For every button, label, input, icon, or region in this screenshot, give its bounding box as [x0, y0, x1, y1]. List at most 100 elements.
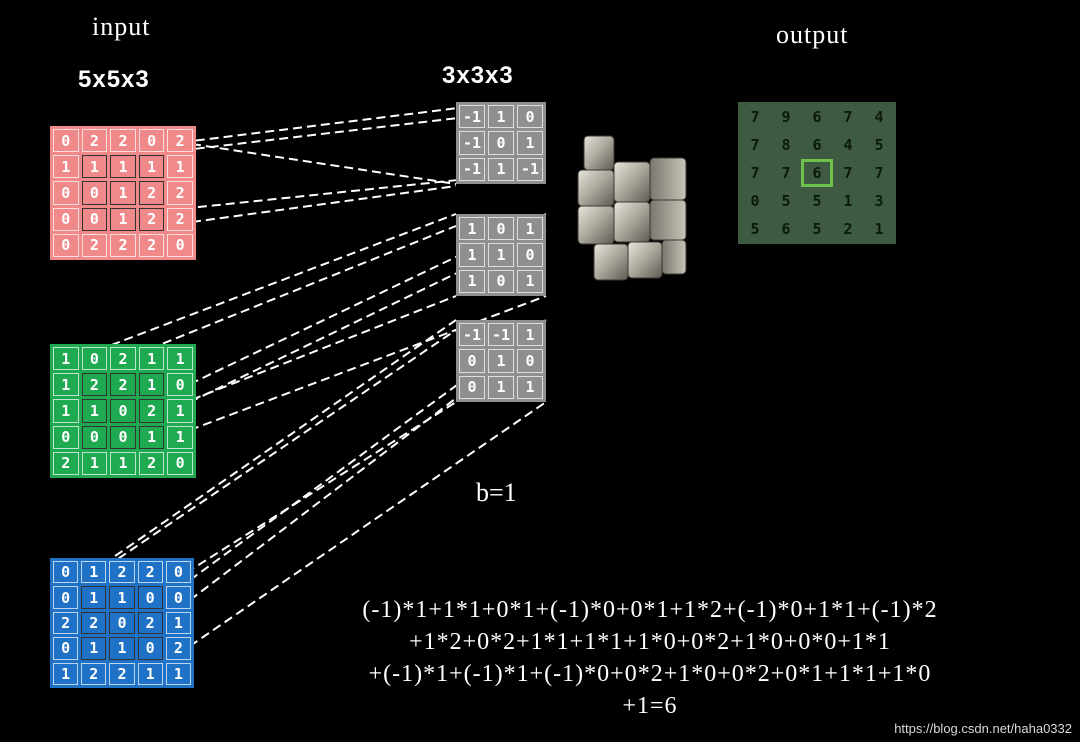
output-cell: 4: [834, 132, 862, 158]
input-ch3-cell: 0: [53, 637, 79, 660]
input-ch2-cell: 1: [81, 399, 108, 423]
kernel-ch2-cell: 1: [459, 243, 485, 267]
input-ch2-cell: 0: [81, 347, 108, 371]
kernel-ch1-cell: -1: [459, 157, 485, 181]
input-ch1-cell: 1: [167, 155, 193, 179]
input-ch2-cell: 1: [167, 347, 193, 371]
connector-line: [169, 179, 459, 211]
input-ch1-cell: 0: [138, 129, 165, 153]
kernel-ch1-cell: 0: [488, 131, 514, 155]
input-ch2-cell: 0: [167, 451, 193, 475]
connector-line: [71, 225, 457, 381]
input-ch2-cell: 1: [138, 347, 165, 371]
input-ch1-cell: 0: [53, 207, 79, 231]
connector-line: [167, 117, 459, 153]
input-ch1-cell: 0: [81, 181, 108, 205]
input-ch3-cell: 1: [81, 586, 107, 609]
connector-line: [71, 329, 457, 591]
input-ch2-cell: 1: [53, 399, 79, 423]
input-ch3-cell: 1: [109, 637, 135, 660]
input-shape-label: 5x5x3: [78, 66, 150, 93]
input-ch3-cell: 0: [165, 561, 191, 584]
output-cell: 9: [772, 105, 800, 130]
input-ch1-cell: 0: [53, 129, 79, 153]
input-ch3-cell: 1: [165, 662, 191, 685]
connector-line: [189, 401, 547, 647]
input-ch1-cell: 1: [138, 155, 165, 179]
input-ch2-cell: 1: [167, 399, 193, 423]
input-ch2-cell: 0: [53, 425, 79, 449]
kernel-ch3-cell: 1: [488, 349, 514, 373]
input-ch1-cell: 2: [110, 233, 136, 257]
input-ch3-cell: 1: [53, 662, 79, 685]
input-ch1-cell: 0: [53, 233, 79, 257]
kernel-ch1-cell: -1: [459, 105, 485, 129]
output-cell: 7: [772, 160, 800, 186]
input-ch1-cell: 1: [53, 155, 79, 179]
kernel-ch1-cell: 1: [488, 157, 514, 181]
input-ch3-cell: 0: [53, 586, 79, 609]
input-ch3-cell: 1: [165, 611, 191, 635]
computation-formula: (-1)*1+1*1+0*1+(-1)*0+0*1+1*2+(-1)*0+1*1…: [240, 594, 1060, 722]
output-cell: 6: [803, 132, 831, 158]
input-ch1-cell: 1: [110, 181, 136, 205]
input-ch3-cell: 2: [109, 561, 135, 584]
input-ch2-cell: 0: [110, 425, 136, 449]
formula-line-2: +1*2+0*2+1*1+1*1+1*0+0*2+1*0+0*0+1*1: [409, 629, 891, 655]
connector-line: [189, 295, 547, 431]
output-cell: 3: [865, 188, 893, 214]
kernel-ch2-cell: 0: [517, 243, 543, 267]
formula-line-3: +(-1)*1+(-1)*1+(-1)*0+0*2+1*0+0*2+0*1+1*…: [368, 661, 932, 687]
input-ch2-cell: 1: [110, 451, 136, 475]
input-ch3-cell: 2: [53, 611, 79, 635]
output-cell: 1: [834, 188, 862, 214]
input-ch3-cell: 2: [165, 637, 191, 660]
output-cell: 5: [803, 188, 831, 214]
output-cell: 5: [741, 216, 769, 241]
formula-line-4: +1=6: [622, 693, 678, 719]
output-cell: 7: [865, 160, 893, 186]
input-ch1-cell: 1: [110, 207, 136, 231]
connector-line: [191, 185, 457, 223]
input-ch1-cell: 2: [167, 207, 193, 231]
input-ch3-cell: 2: [81, 611, 107, 635]
input-ch1-cell: 1: [110, 155, 136, 179]
input-title: input: [92, 12, 151, 41]
input-ch3-cell: 2: [109, 662, 135, 685]
output-cell: 8: [772, 132, 800, 158]
kernel-ch1-cell: -1: [517, 157, 543, 181]
input-ch2-cell: 2: [53, 451, 79, 475]
input-ch1-cell: 2: [138, 181, 165, 205]
input-ch2-cell: 2: [138, 399, 165, 423]
formula-line-1: (-1)*1+1*1+0*1+(-1)*0+0*1+1*2+(-1)*0+1*1…: [362, 597, 938, 623]
output-cell: 2: [834, 216, 862, 241]
cube-icon: [577, 135, 687, 281]
input-ch3-cell: 2: [81, 662, 107, 685]
input-ch3-cell: 0: [109, 611, 135, 635]
output-cell: 7: [741, 105, 769, 130]
output-cell: 6: [772, 216, 800, 241]
input-ch3-cell: 1: [81, 637, 107, 660]
output-cell: 7: [834, 160, 862, 186]
output-title: output: [776, 20, 849, 49]
kernel-ch2-cell: 0: [488, 269, 514, 293]
kernel-ch2-cell: 1: [517, 269, 543, 293]
output-cell: 7: [834, 105, 862, 130]
input-ch1-cell: 0: [53, 181, 79, 205]
kernel-ch3-cell: 1: [517, 375, 543, 399]
output-cell: 6: [803, 105, 831, 130]
kernel-ch3-cell: 1: [517, 323, 543, 347]
output-highlighted-cell: 6: [801, 158, 833, 188]
kernel-ch1-cell: 1: [488, 105, 514, 129]
connector-line: [91, 319, 457, 573]
input-ch3-cell: 2: [137, 611, 163, 635]
connector-line: [167, 107, 459, 145]
input-ch1-cell: 2: [138, 233, 165, 257]
input-ch2-cell: 1: [138, 373, 165, 397]
kernel-ch3-cell: 0: [517, 349, 543, 373]
